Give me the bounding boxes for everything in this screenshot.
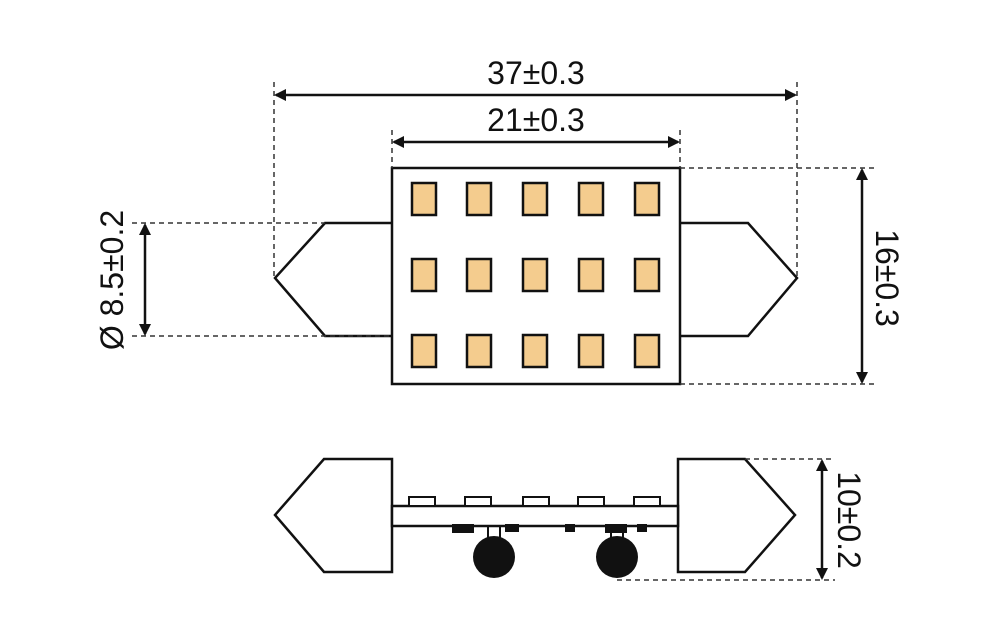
- led-chip: [521, 333, 549, 369]
- dim-total-length: 37±0.3: [273, 55, 798, 278]
- led-chip: [521, 181, 549, 217]
- smd-component: [637, 524, 647, 532]
- led-chip: [410, 181, 438, 217]
- led-chip: [465, 181, 493, 217]
- led-chip: [410, 257, 438, 293]
- side-led-chip: [464, 496, 492, 507]
- label-pcb-length: 21±0.3: [487, 102, 585, 138]
- led-chip: [521, 257, 549, 293]
- left-end-cap: [273, 221, 392, 338]
- smd-component: [605, 524, 627, 533]
- side-led-row: [408, 496, 661, 507]
- side-led-chip: [408, 496, 436, 507]
- led-chip: [577, 257, 605, 293]
- side-led-chip: [633, 496, 661, 507]
- capacitor-left: [473, 536, 515, 578]
- dim-pcb-height: 16±0.3: [680, 167, 905, 385]
- led-chip: [410, 333, 438, 369]
- label-total-length: 37±0.3: [487, 55, 585, 91]
- side-pcb-strip: [390, 504, 680, 528]
- dim-cap-diameter: Ø 8.5±0.2: [94, 210, 392, 350]
- dim-side-thickness: 10±0.2: [617, 458, 867, 581]
- led-chip: [633, 181, 661, 217]
- side-view: [273, 457, 797, 578]
- label-side-thickness: 10±0.2: [831, 471, 867, 569]
- led-grid: [410, 181, 661, 369]
- side-led-chip: [522, 496, 550, 507]
- dim-pcb-length: 21±0.3: [391, 102, 681, 168]
- led-chip: [465, 333, 493, 369]
- side-right-end-cap: [676, 457, 797, 574]
- led-chip: [465, 257, 493, 293]
- smd-component: [505, 524, 519, 532]
- led-chip: [633, 257, 661, 293]
- capacitor-right: [596, 536, 638, 578]
- led-chip: [577, 333, 605, 369]
- smd-component: [565, 524, 575, 532]
- side-left-end-cap: [273, 457, 394, 574]
- led-chip: [633, 333, 661, 369]
- label-pcb-height: 16±0.3: [869, 229, 905, 327]
- smd-component: [452, 524, 474, 533]
- side-led-chip: [577, 496, 605, 507]
- led-chip: [577, 181, 605, 217]
- side-components: [452, 524, 647, 578]
- label-cap-diameter: Ø 8.5±0.2: [94, 210, 130, 350]
- right-end-cap: [680, 221, 799, 338]
- top-view: [273, 166, 799, 386]
